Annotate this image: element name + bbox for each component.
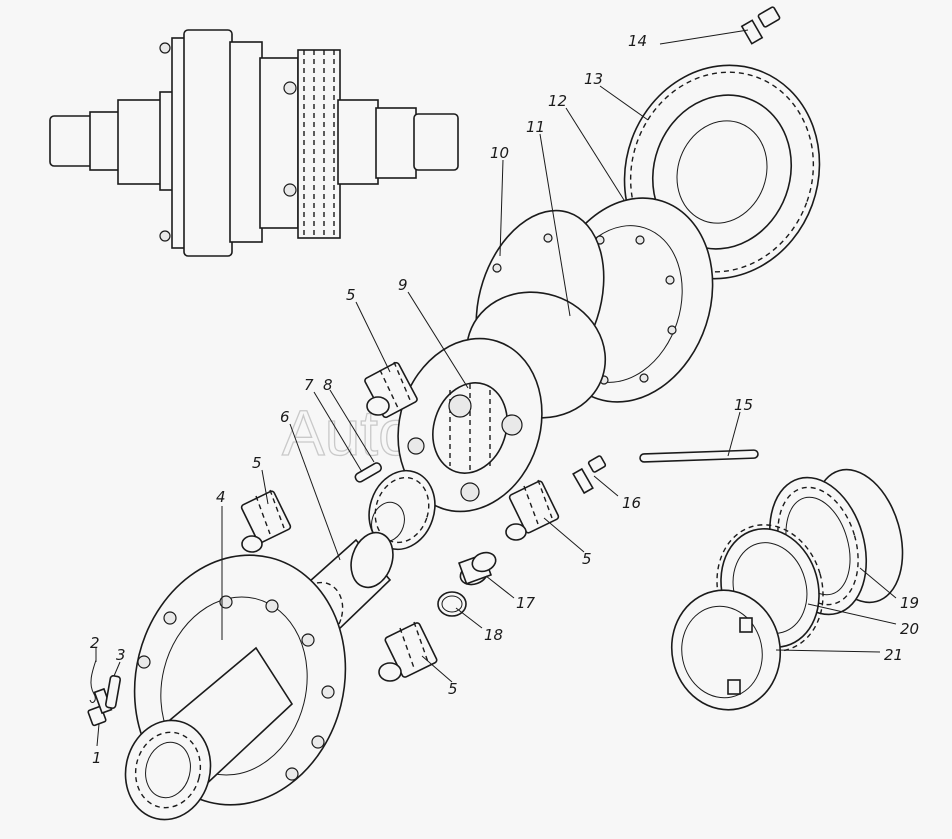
- leader-lines: [95, 29, 897, 747]
- label-19: 19: [900, 594, 919, 612]
- label-5-d: 5: [448, 680, 458, 698]
- planet-gear-5-c: [505, 479, 560, 541]
- callout-labels: 1 2 3 4 5 5 5 5 6 7 8 9 10 11 12 13 14 1…: [90, 32, 919, 767]
- label-5-c: 5: [582, 550, 592, 568]
- planet-gear-5-d: [378, 621, 438, 682]
- label-14: 14: [628, 32, 647, 50]
- planet-gear-5-a: [364, 361, 418, 419]
- label-21: 21: [884, 646, 903, 664]
- pin-7: [354, 462, 382, 483]
- assembled-differential-unit: [49, 29, 459, 257]
- planet-gear-5-b: [240, 489, 292, 553]
- label-16: 16: [622, 494, 641, 512]
- label-4: 4: [216, 488, 226, 506]
- spline-shaft-8: [368, 469, 436, 551]
- label-11: 11: [526, 118, 545, 136]
- nut-21: [670, 589, 782, 711]
- flange-hub-4: [124, 554, 347, 821]
- bolt-16: [572, 455, 607, 495]
- bushing-17: [457, 551, 497, 586]
- label-9: 9: [398, 276, 408, 294]
- bolt-14: [740, 6, 781, 45]
- lock-wire-2: [89, 659, 97, 703]
- label-8: 8: [323, 376, 333, 394]
- label-7: 7: [304, 376, 314, 394]
- label-5-b: 5: [252, 454, 262, 472]
- pin-15: [639, 449, 759, 463]
- label-1: 1: [92, 749, 102, 767]
- label-20: 20: [900, 620, 919, 638]
- label-10: 10: [490, 144, 509, 162]
- label-6: 6: [280, 408, 290, 426]
- label-18: 18: [484, 626, 503, 644]
- label-13: 13: [584, 70, 603, 88]
- label-3: 3: [116, 646, 126, 664]
- washer-3: [104, 675, 122, 709]
- planet-carrier-9: [397, 337, 543, 513]
- label-17: 17: [516, 594, 536, 612]
- label-15: 15: [734, 396, 753, 414]
- label-2: 2: [90, 634, 100, 652]
- label-12: 12: [548, 92, 567, 110]
- label-5-a: 5: [346, 286, 356, 304]
